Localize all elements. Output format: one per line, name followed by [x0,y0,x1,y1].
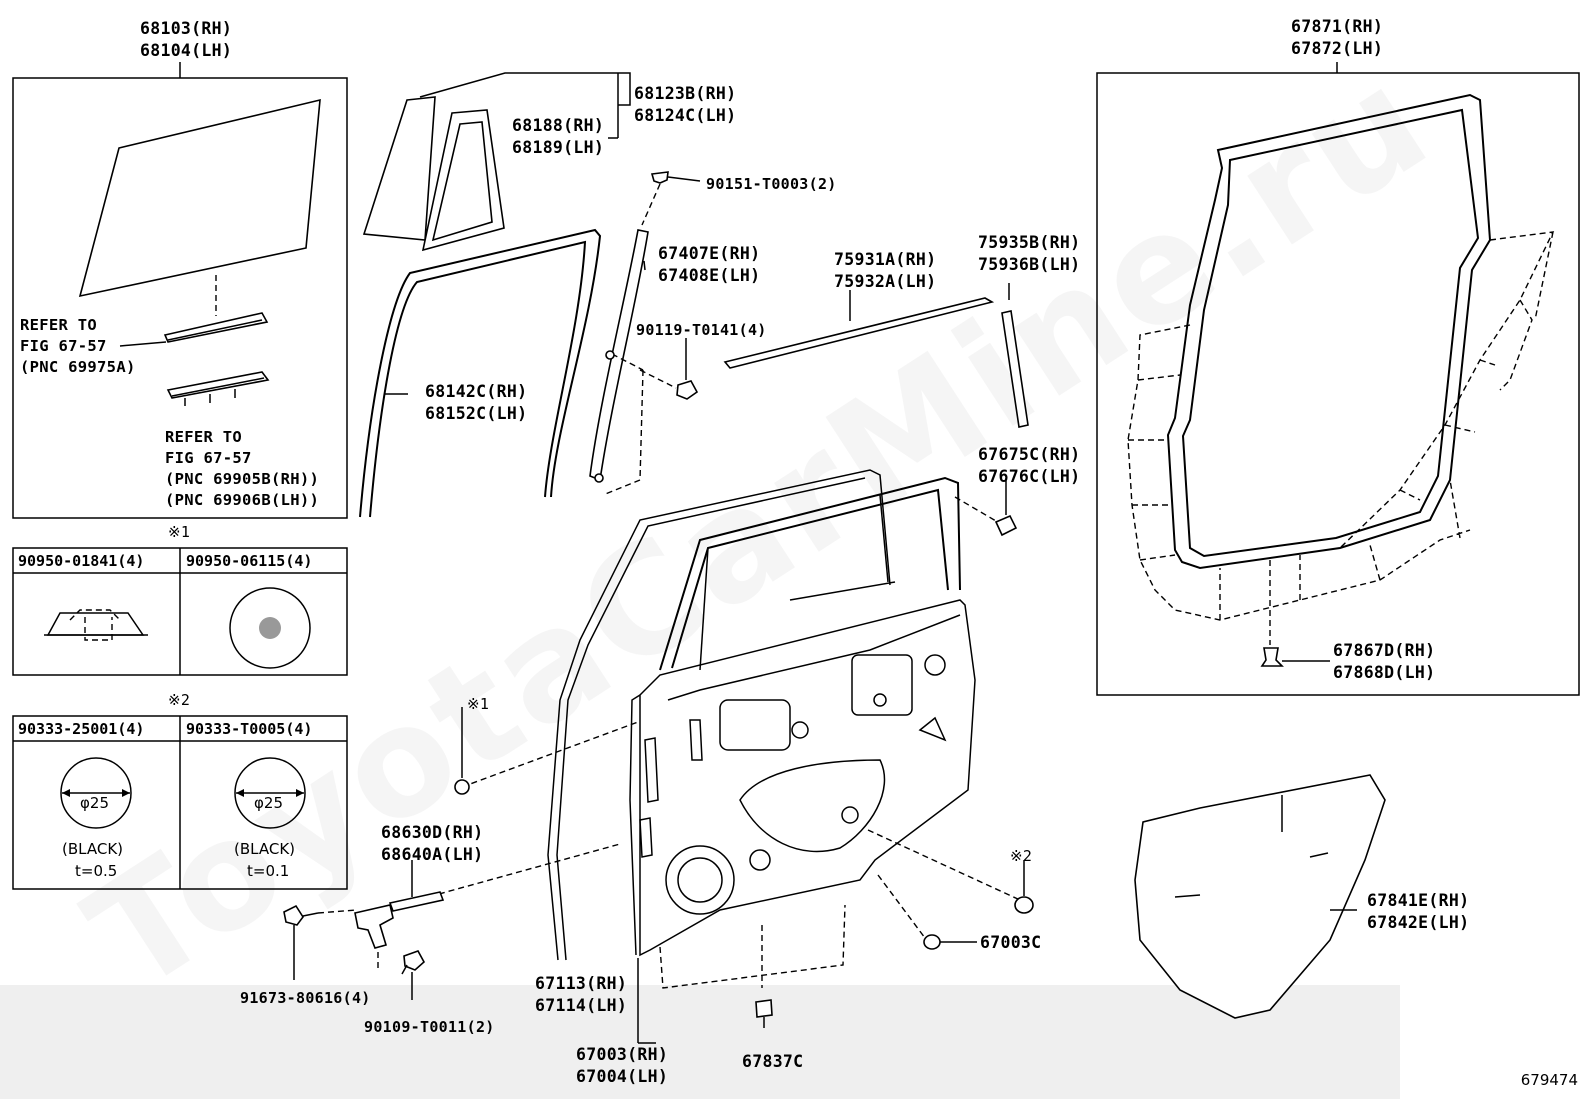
label-run-channel: 68142C(RH)68152C(LH) [425,382,528,423]
label-plug: 67003C [980,933,1042,952]
table2-dia1: φ25 [80,794,109,812]
label-frame-bolt: 90119-T0141(4) [636,321,767,339]
label-frame: 67407E(RH)67408E(LH) [658,244,761,285]
service-hole-cover [1134,774,1386,1019]
plug-mark1 [454,779,470,795]
label-mark1: ※1 [467,695,490,713]
door-glass [78,98,321,298]
belt-moulding-inner [1001,283,1029,428]
door-check-group [283,707,639,1000]
table2-mark: ※2 [168,691,191,709]
label-weatherstrip-clip: 67867D(RH)67868D(LH) [1333,641,1436,682]
screw-top [650,171,669,184]
label-belt-inner: 75935B(RH)75936B(LH) [978,233,1081,274]
glass-run-channel [359,228,602,518]
label-clip: 67675C(RH)67676C(LH) [978,445,1081,486]
label-mark2: ※2 [1010,847,1033,865]
door-check [354,904,394,949]
table1-col1: 90950-01841(4) [18,552,145,570]
label-weatherstrip: 67871(RH)67872(LH) [1291,17,1384,58]
label-hinge-bolt: 90109-T0011(2) [364,1018,495,1036]
door-leaders [637,829,1034,1044]
drawing-number: 679474 [1520,1071,1578,1089]
fastener-table-1 [12,547,348,676]
weatherstrip-group-box [1096,62,1580,696]
quarter-glass-group [362,72,631,252]
label-belt-outer: 75931A(RH)75932A(LH) [834,250,937,291]
table2-thick2: t=0.1 [247,862,290,880]
clip-67675c [954,478,1018,537]
table2-thick1: t=0.5 [75,862,118,880]
fastener-table-2 [12,715,348,890]
frame-bolt [676,380,699,400]
rear-door-frame [589,171,701,496]
plug-67003c [923,934,941,950]
plug-mark2 [1014,896,1034,914]
belt-moulding-outer [723,290,995,369]
check-bolt [283,904,304,926]
table1-mark: ※1 [168,523,191,541]
table2-color1: (BLACK) [62,840,124,858]
door-shell [547,469,976,961]
label-check-bolt: 91673-80616(4) [240,989,371,1007]
label-glass: 68103(RH)68104(LH) [140,19,233,60]
label-door: 67003(RH)67004(LH) [576,1045,669,1086]
label-hole-cover: 67841E(RH)67842E(LH) [1367,891,1470,932]
door-weatherstrip [1166,93,1492,570]
clip-bottom [755,999,773,1018]
table2-dia2: φ25 [254,794,283,812]
quarter-glass [362,96,436,241]
label-door-check: 68630D(RH)68640A(LH) [381,823,484,864]
label-quarter-glass: 68123B(RH)68124C(LH) [634,84,737,125]
table1-col2: 90950-06115(4) [186,552,313,570]
label-panel: 67113(RH)67114(LH) [535,974,628,1015]
table2-col2: 90333-T0005(4) [186,720,313,738]
label-quarter-weatherstrip: 68188(RH)68189(LH) [512,116,605,157]
table2-col1: 90333-25001(4) [18,720,145,738]
glass-group-box [12,62,348,519]
label-screw-top: 90151-T0003(2) [706,175,837,193]
hinge-bolt [403,950,426,971]
table2-color2: (BLACK) [234,840,296,858]
label-clip-bottom: 67837C [742,1052,804,1071]
footer-band [0,985,1400,1099]
weatherstrip-clip [1260,647,1284,667]
